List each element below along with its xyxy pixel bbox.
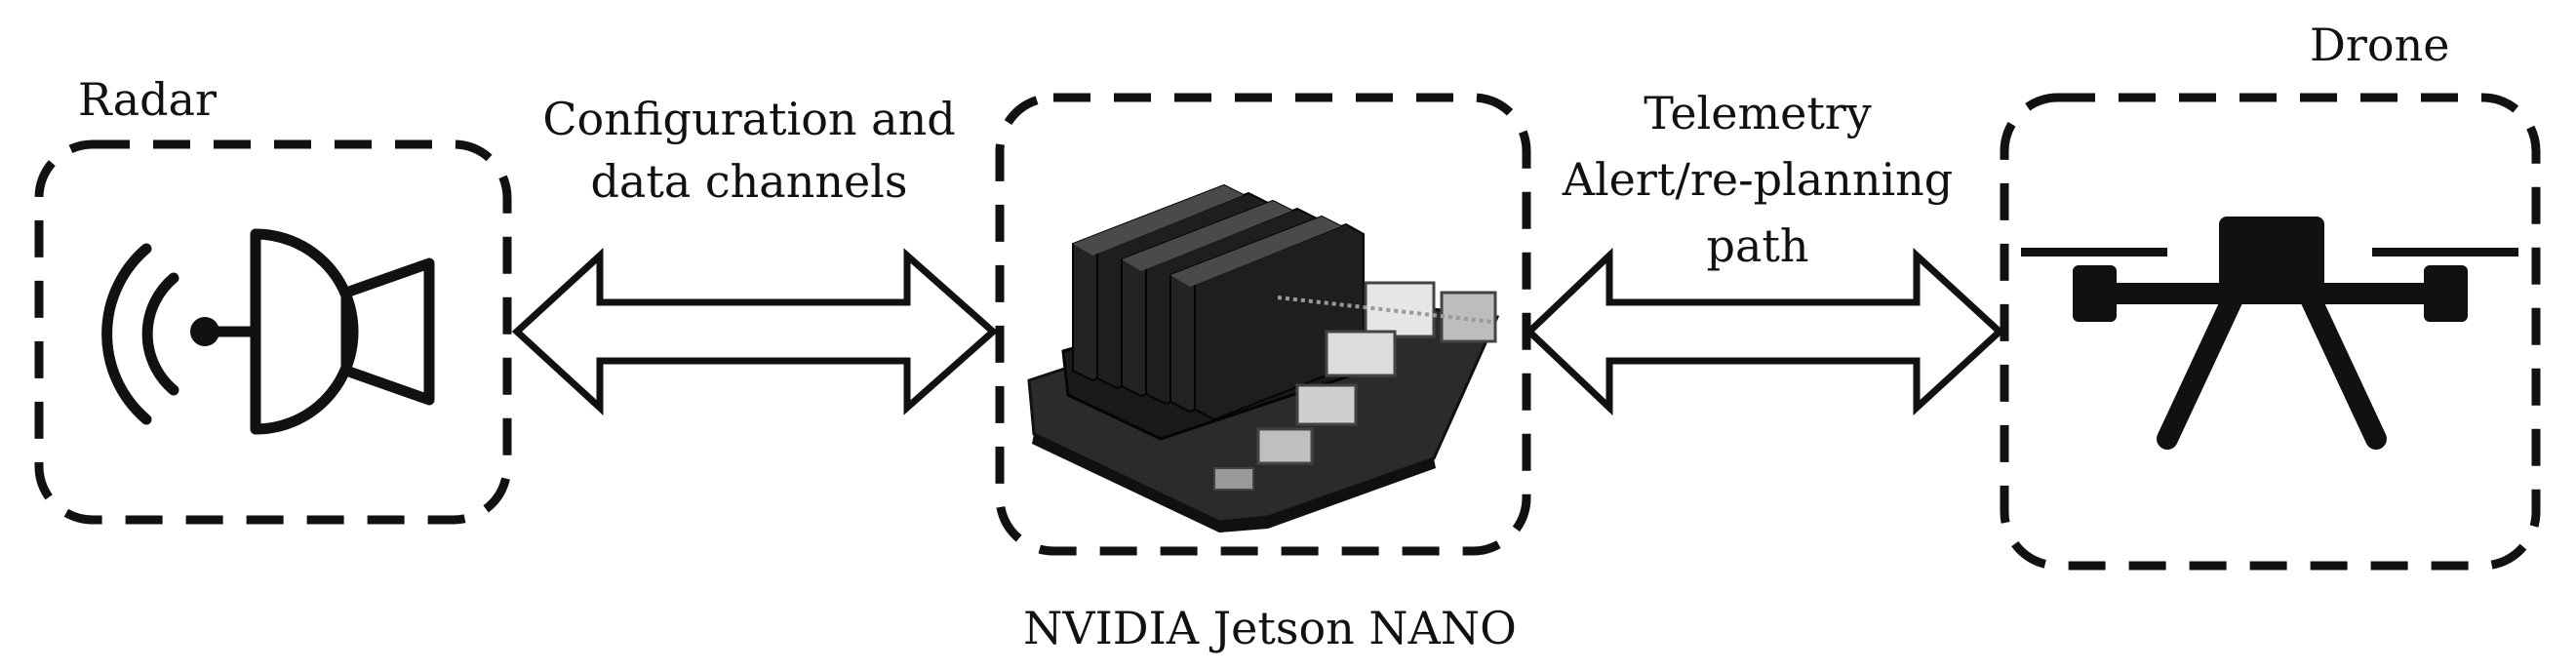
radar-label: Radar	[78, 73, 217, 126]
drone-label: Drone	[2310, 19, 2449, 71]
bidirectional-arrow-right	[1524, 247, 2005, 416]
arrow-jetson-drone	[1524, 247, 2005, 416]
link-jetson-drone-line1: Telemetry	[1644, 87, 1872, 139]
drone-node	[2000, 93, 2541, 571]
jetson-label: NVIDIA Jetson NANO	[1023, 602, 1517, 654]
drone-icon	[2021, 217, 2518, 450]
jetson-node	[995, 93, 1531, 556]
link-radar-jetson-line1: Configuration and	[542, 93, 955, 145]
bidirectional-arrow-left	[511, 248, 999, 415]
link-jetson-drone-line2: Alert/re-planning	[1562, 153, 1954, 206]
link-jetson-drone-line3: path	[1707, 219, 1809, 272]
jetson-box	[995, 93, 1531, 556]
radar-box	[34, 139, 512, 525]
drone-box	[2000, 93, 2541, 571]
radar-node	[34, 139, 512, 525]
radar-antenna-icon	[101, 228, 435, 435]
link-radar-jetson-line2: data channels	[590, 155, 907, 208]
jetson-nano-board-icon	[1027, 183, 1500, 533]
arrow-radar-jetson	[511, 248, 999, 415]
